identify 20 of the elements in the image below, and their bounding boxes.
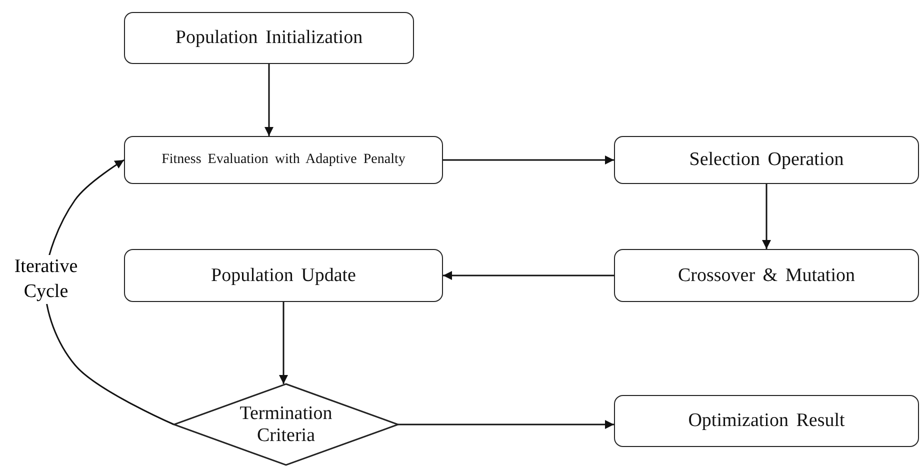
node-label: Selection Operation [689,149,844,171]
node-label: Crossover & Mutation [678,264,855,286]
process-box [124,12,414,64]
node-label: Fitness Evaluation with Adaptive Penalty [162,152,406,168]
node-label: Optimization Result [688,410,845,432]
process-box [124,249,443,302]
arrow [443,271,614,280]
node-label: Termination Criteria [238,402,334,446]
decision-diamond [174,384,398,465]
arrow [398,420,614,429]
process-box [124,136,443,184]
process-box [614,395,919,447]
process-box [614,249,919,302]
arrow [443,156,614,164]
arrow [264,64,274,136]
arrow [762,184,771,249]
node-label: Population Update [211,264,356,286]
arrow [279,302,288,384]
process-box [614,136,919,184]
node-label: Population Initialization [175,27,363,49]
